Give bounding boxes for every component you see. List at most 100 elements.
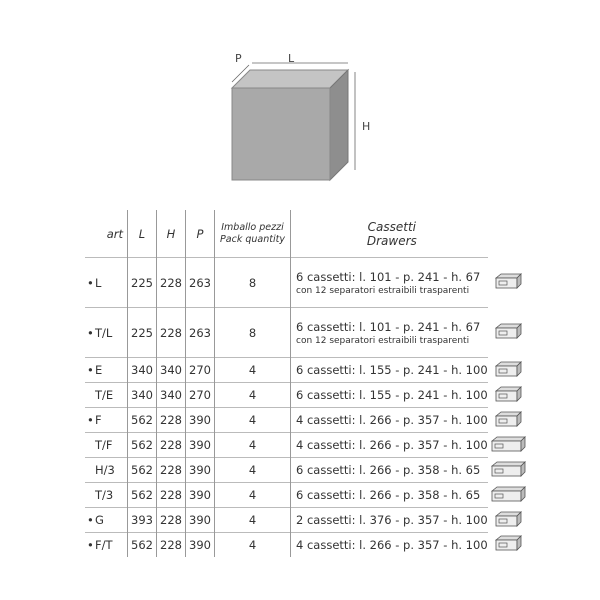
length-cell: 562 xyxy=(127,482,157,508)
pack-cell: 4 xyxy=(214,457,291,483)
header-pack-en: Pack quantity xyxy=(220,233,285,245)
drawer-icon xyxy=(488,383,528,408)
art-cell: H/3 xyxy=(85,457,128,483)
drawers-cell: 6 cassetti: l. 266 - p. 358 - h. 65 xyxy=(289,482,488,508)
length-label: L xyxy=(288,52,295,65)
depth-cell: 270 xyxy=(185,357,215,383)
height-cell: 228 xyxy=(156,482,186,508)
drawers-text: 4 cassetti: l. 266 - p. 357 - h. 100 xyxy=(296,413,488,427)
drawers-cell: 4 cassetti: l. 266 - p. 357 - h. 100 xyxy=(289,407,488,433)
art-cell: T/E xyxy=(85,382,128,408)
art-code: H/3 xyxy=(95,463,115,477)
length-cell: 393 xyxy=(127,507,157,533)
drawers-text: 6 cassetti: l. 266 - p. 358 - h. 65 xyxy=(296,488,481,502)
art-cell: •L xyxy=(85,257,128,308)
art-cell: •T/L xyxy=(85,307,128,358)
pack-cell: 8 xyxy=(214,307,291,358)
depth-label: P xyxy=(235,52,242,65)
bullet: • xyxy=(87,325,94,340)
header-H: H xyxy=(156,210,186,258)
art-code: T/E xyxy=(95,388,114,402)
header-L: L xyxy=(127,210,157,258)
depth-cell: 390 xyxy=(185,457,215,483)
drawer-icon xyxy=(488,508,528,533)
bullet: • xyxy=(87,538,94,552)
art-code: L xyxy=(95,275,102,290)
art-cell: •E xyxy=(85,357,128,383)
depth-cell: 270 xyxy=(185,382,215,408)
length-cell: 562 xyxy=(127,432,157,458)
dimension-diagram: P L H xyxy=(0,0,600,200)
pack-cell: 4 xyxy=(214,382,291,408)
length-cell: 562 xyxy=(127,532,157,557)
height-cell: 228 xyxy=(156,432,186,458)
drawers-text: 4 cassetti: l. 266 - p. 357 - h. 100 xyxy=(296,438,488,452)
header-art: art xyxy=(106,226,123,241)
drawers-note: con 12 separatori estraibili trasparenti xyxy=(296,285,470,296)
drawers-text: 6 cassetti: l. 266 - p. 358 - h. 65 xyxy=(296,463,481,477)
art-code: F/T xyxy=(95,538,113,552)
bullet: • xyxy=(87,513,94,527)
depth-cell: 390 xyxy=(185,407,215,433)
length-cell: 340 xyxy=(127,382,157,408)
drawer-icon xyxy=(488,358,528,383)
bullet: • xyxy=(87,363,94,377)
depth-cell: 390 xyxy=(185,507,215,533)
drawers-note: con 12 separatori estraibili trasparenti xyxy=(296,335,470,346)
drawers-text: 6 cassetti: l. 155 - p. 241 - h. 100 xyxy=(296,388,488,402)
height-cell: 228 xyxy=(156,457,186,483)
pack-cell: 4 xyxy=(214,507,291,533)
drawers-cell: 4 cassetti: l. 266 - p. 357 - h. 100 xyxy=(289,532,488,557)
box-diagram xyxy=(230,62,356,182)
height-label: H xyxy=(362,120,371,133)
specs-table: art L H P Imballo pezzi Pack quantity Ca… xyxy=(85,210,528,557)
art-code: G xyxy=(95,513,104,527)
length-cell: 562 xyxy=(127,407,157,433)
bullet: • xyxy=(87,413,94,427)
header-pack-it: Imballo pezzi xyxy=(221,221,284,233)
height-cell: 340 xyxy=(156,357,186,383)
drawers-cell: 6 cassetti: l. 266 - p. 358 - h. 65 xyxy=(289,457,488,483)
header-drawers-en: Drawers xyxy=(366,233,417,248)
drawers-cell: 6 cassetti: l. 155 - p. 241 - h. 100 xyxy=(289,357,488,383)
drawers-cell: 2 cassetti: l. 376 - p. 357 - h. 100 xyxy=(289,507,488,533)
drawers-text: 6 cassetti: l. 155 - p. 241 - h. 100 xyxy=(296,363,488,377)
height-cell: 228 xyxy=(156,257,186,308)
height-cell: 340 xyxy=(156,382,186,408)
depth-cell: 263 xyxy=(185,257,215,308)
art-cell: •G xyxy=(85,507,128,533)
drawer-icon xyxy=(488,308,528,358)
art-cell: T/F xyxy=(85,432,128,458)
art-code: T/F xyxy=(95,438,113,452)
length-cell: 562 xyxy=(127,457,157,483)
bullet: • xyxy=(87,275,94,290)
art-code: F xyxy=(95,413,102,427)
header-pack: Imballo pezzi Pack quantity xyxy=(214,210,291,258)
depth-cell: 390 xyxy=(185,432,215,458)
art-code: T/L xyxy=(95,325,113,340)
art-cell: T/3 xyxy=(85,482,128,508)
drawer-icon xyxy=(488,433,528,458)
length-cell: 340 xyxy=(127,357,157,383)
length-cell: 225 xyxy=(127,307,157,358)
drawer-icon xyxy=(488,408,528,433)
drawers-text: 4 cassetti: l. 266 - p. 357 - h. 100 xyxy=(296,538,488,552)
drawers-text: 6 cassetti: l. 101 - p. 241 - h. 67 xyxy=(296,319,481,334)
drawers-cell: 4 cassetti: l. 266 - p. 357 - h. 100 xyxy=(289,432,488,458)
drawer-icon xyxy=(488,483,528,508)
pack-cell: 8 xyxy=(214,257,291,308)
height-cell: 228 xyxy=(156,507,186,533)
drawers-text: 6 cassetti: l. 101 - p. 241 - h. 67 xyxy=(296,269,481,284)
height-cell: 228 xyxy=(156,532,186,557)
table-header: art L H P Imballo pezzi Pack quantity Ca… xyxy=(85,210,528,258)
